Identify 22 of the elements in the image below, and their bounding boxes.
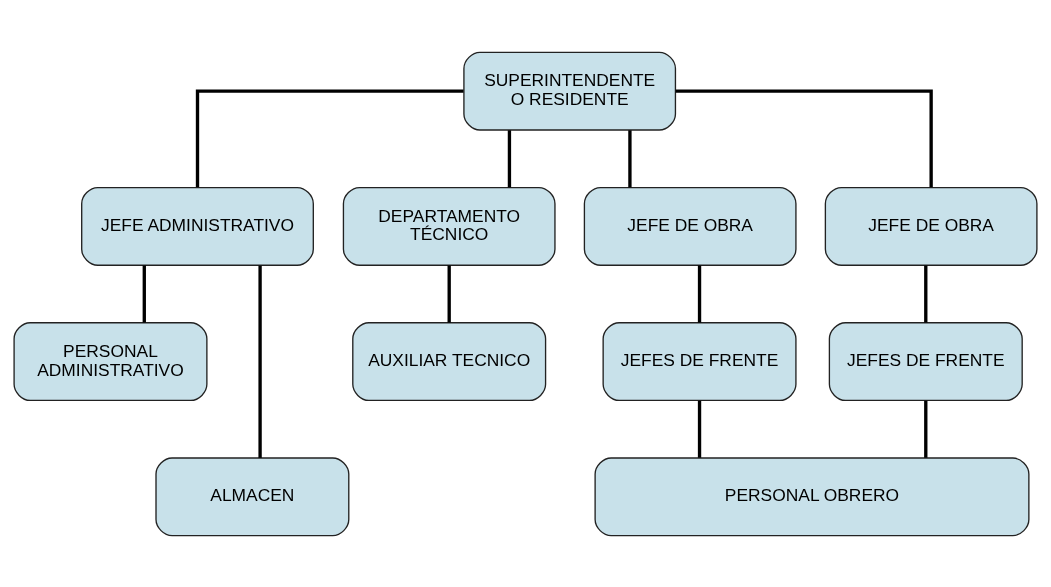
connector [675, 89, 933, 187]
node-box: DEPARTAMENTO TÉCNICO [342, 186, 556, 266]
node-box: JEFE DE OBRA [583, 186, 797, 266]
connector [697, 265, 702, 323]
node-box: JEFE ADMINISTRATIVO [81, 186, 314, 266]
connector [447, 265, 451, 323]
connector [924, 400, 928, 458]
connector [507, 129, 512, 187]
connector [195, 89, 464, 187]
connector [628, 129, 632, 187]
node-box: PERSONAL ADMINISTRATIVO [13, 321, 208, 401]
node-box: PERSONAL OBRERO [594, 456, 1030, 536]
connector [924, 265, 928, 323]
connector [258, 265, 262, 458]
connector [697, 400, 702, 458]
connector [142, 265, 146, 323]
node-box: JEFES DE FRENTE [828, 321, 1023, 401]
node-box: JEFE DE OBRA [824, 186, 1038, 266]
node-box: SUPERINTENDENTE O RESIDENTE [463, 51, 677, 131]
node-box: JEFES DE FRENTE [602, 321, 797, 401]
node-box: ALMACEN [155, 456, 350, 536]
node-box: AUXILIAR TECNICO [352, 321, 547, 401]
